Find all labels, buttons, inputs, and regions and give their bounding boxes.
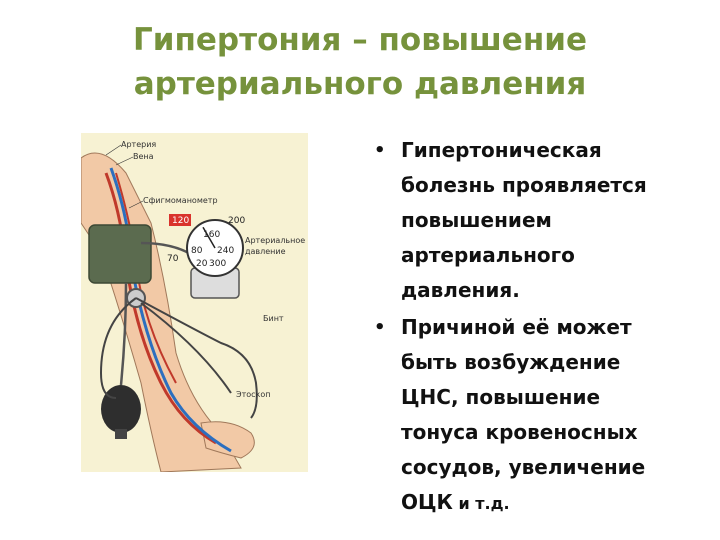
gauge-scale-240: 240 <box>217 246 234 256</box>
title-line-2: артериального давления <box>133 66 587 102</box>
bullet-item-1: • Гипертоническая болезнь проявляется по… <box>372 133 672 308</box>
bullet-2-line-1: Причиной её может <box>401 315 632 339</box>
label-artery: Артерия <box>121 140 156 149</box>
bullet-item-2: • Причиной её может быть возбуждение ЦНС… <box>372 310 672 521</box>
artery-line <box>104 172 217 445</box>
gauge-reading: 120 <box>172 216 189 226</box>
bullet-1-line-1: Гипертоническая <box>401 138 602 162</box>
bullet-dot-icon: • <box>374 140 386 161</box>
label-stethoscope: Этоскоп <box>236 390 271 399</box>
vein-line <box>109 167 232 453</box>
label-bandage: Бинт <box>263 314 284 323</box>
label-arterial-pressure-2: давление <box>245 247 286 256</box>
bullet-1-line-3: повышением <box>401 208 552 232</box>
gauge-reading-box <box>169 214 191 226</box>
bullet-1-line-2: болезнь проявляется <box>401 173 647 197</box>
bullet-1-line-5: давления. <box>401 278 520 302</box>
bullet-2-last-main: ОЦК <box>401 490 453 514</box>
gauge-scale-160: 160 <box>203 230 220 240</box>
page-title: Гипертония – повышение артериального дав… <box>40 18 680 106</box>
gauge-scale-20: 20 <box>196 259 208 269</box>
gauge-scale-70: 70 <box>167 254 179 264</box>
gauge-scale-80: 80 <box>191 246 203 256</box>
cuff <box>88 224 152 284</box>
bullet-2-line-4: тонуса кровеносных <box>401 420 638 444</box>
gauge-needle <box>202 226 216 249</box>
bullet-1-line-4: артериального <box>401 243 575 267</box>
bullet-2-last-small: и т.д. <box>452 494 510 513</box>
pump-bulb <box>101 385 141 433</box>
hand-shape <box>200 421 255 459</box>
blood-pressure-illustration: 120 200 70 160 80 240 20 300 Артерия Вен… <box>81 133 308 472</box>
gauge-scale-200: 200 <box>228 216 245 226</box>
bullet-2-line-2: быть возбуждение <box>401 350 621 374</box>
label-sphygmomanometer: Сфигмоманометр <box>143 196 218 205</box>
label-vein: Вена <box>133 152 154 161</box>
gauge-scale-300: 300 <box>209 259 226 269</box>
bullet-list: • Гипертоническая болезнь проявляется по… <box>372 133 672 523</box>
title-line-1: Гипертония – повышение <box>133 22 587 58</box>
bullet-2-line-3: ЦНС, повышение <box>401 385 601 409</box>
bullet-dot-icon: • <box>374 317 386 338</box>
bullet-2-line-5: сосудов, увеличение <box>401 455 646 479</box>
bullet-2-line-6: ОЦК и т.д. <box>401 485 672 521</box>
label-arterial-pressure-1: Артериальное <box>245 236 305 245</box>
